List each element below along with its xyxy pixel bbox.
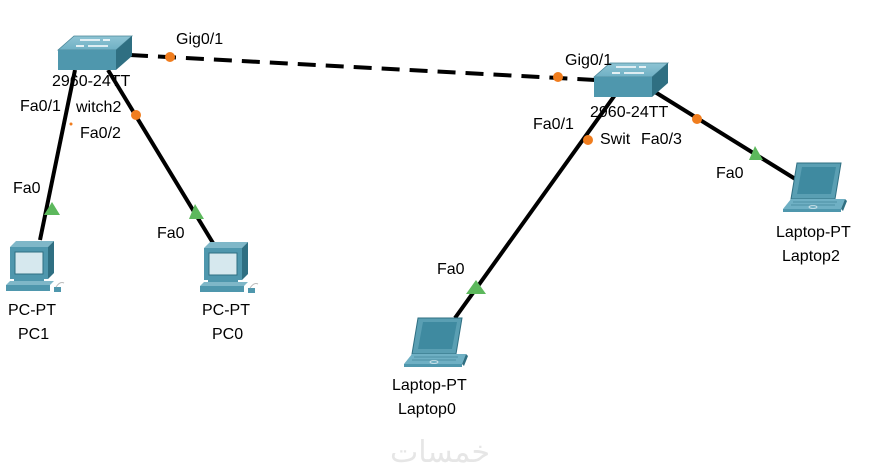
switch2-model-label: 2960-24TT xyxy=(52,73,130,90)
link-light-pc0 xyxy=(189,204,204,219)
switch2-icon[interactable] xyxy=(57,35,133,71)
cable-switch2-pc1[interactable] xyxy=(38,69,77,241)
link-light-sw2-gig xyxy=(165,52,175,62)
link-light-sw-fa01 xyxy=(583,135,593,145)
pc1-name-label: PC1 xyxy=(18,326,49,343)
port-label-sw-gig: Gig0/1 xyxy=(565,52,612,69)
link-light-laptop2 xyxy=(749,146,763,160)
link-light-sw2-fa01 xyxy=(69,122,73,126)
port-label-laptop2: Fa0 xyxy=(716,165,744,182)
laptop2-name-label: Laptop2 xyxy=(782,248,840,265)
link-light-pc1 xyxy=(44,202,60,215)
port-label-sw2-fa02: Fa0/2 xyxy=(80,125,121,142)
pc1-model-label: PC-PT xyxy=(8,302,56,319)
cable-switch-laptop2[interactable] xyxy=(653,90,807,187)
port-label-sw-fa03: Fa0/3 xyxy=(641,131,682,148)
link-light-sw-fa03 xyxy=(692,114,702,124)
port-label-pc0: Fa0 xyxy=(157,225,185,242)
link-light-sw2-fa02 xyxy=(131,110,141,120)
port-label-laptop0: Fa0 xyxy=(437,261,465,278)
port-label-sw-fa01: Fa0/1 xyxy=(533,116,574,133)
port-label-sw2-gig: Gig0/1 xyxy=(176,31,223,48)
port-label-pc1: Fa0 xyxy=(13,180,41,197)
crossover-cable-gig[interactable] xyxy=(129,53,596,82)
link-light-laptop0 xyxy=(466,280,486,294)
switch2-name-label: witch2 xyxy=(75,99,121,116)
laptop2-model-label: Laptop-PT xyxy=(776,224,851,241)
laptop0-name-label: Laptop0 xyxy=(398,401,456,418)
pc0-model-label: PC-PT xyxy=(202,302,250,319)
laptop2-icon[interactable] xyxy=(782,162,848,213)
switch-right-model-label: 2960-24TT xyxy=(590,104,668,121)
cable-switch-laptop0[interactable] xyxy=(453,93,617,320)
watermark: خمسات xyxy=(390,435,490,469)
pc0-icon[interactable] xyxy=(199,241,259,294)
pc0-name-label: PC0 xyxy=(212,326,243,343)
switch-right-name-label: Swit xyxy=(600,131,631,148)
port-label-sw2-fa01: Fa0/1 xyxy=(20,98,61,115)
laptop0-icon[interactable] xyxy=(403,317,469,368)
link-light-sw-gig xyxy=(553,72,563,82)
pc1-icon[interactable] xyxy=(5,240,65,293)
laptop0-model-label: Laptop-PT xyxy=(392,377,467,394)
